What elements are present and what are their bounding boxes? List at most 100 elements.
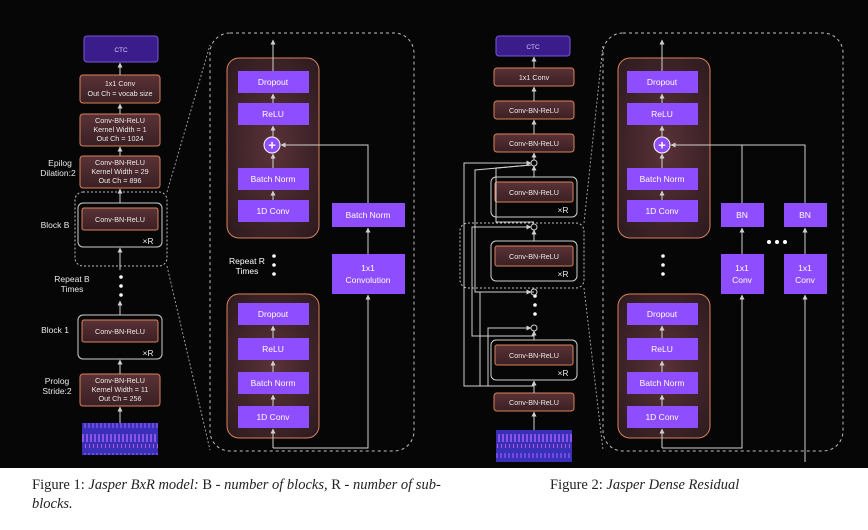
fig1-prolog-label-line1: Prolog (45, 376, 70, 386)
caption-2-title: Jasper Dense Residual (606, 477, 740, 493)
fig2-repeat-dot (533, 303, 537, 307)
fig2-conv1x1-label: 1x1 Conv (519, 73, 550, 82)
fig1-block-b-inner-label: Conv-BN-ReLU (95, 215, 145, 224)
fig1-zoom-line-bottom (166, 265, 211, 451)
fig1-residual-bn: Batch Norm (346, 210, 391, 220)
fig2-res2-bn: BN (799, 210, 811, 220)
caption-2-prefix: Figure 2: (550, 477, 607, 493)
fig2-residual-dot (767, 240, 771, 244)
fig2-bottom-conv-box (627, 406, 698, 428)
fig1-epilog-label-line1: Epilog (48, 158, 72, 168)
caption-1-model: Jasper BxR model: (88, 477, 203, 493)
fig1-repeat-r-line2: Times (236, 266, 259, 276)
fig1-repeat-r-dot (272, 254, 276, 258)
fig2-repeat-r-dot (661, 263, 665, 267)
caption-1-b: B (202, 477, 213, 493)
fig2-repeat-r-dot (661, 254, 665, 258)
fig1-stack: CTC 1x1 Conv Out Ch = vocab size Conv-BN… (40, 35, 211, 455)
figure-panel: CTC 1x1 Conv Out Ch = vocab size Conv-BN… (0, 0, 868, 468)
fig1-bottom-dropout-box (238, 303, 309, 325)
fig1-zoom-line-top (166, 44, 211, 193)
fig2-residual-dot (783, 240, 787, 244)
fig2-top-bn: Batch Norm (640, 174, 685, 184)
fig2-top-dropout-box (627, 71, 698, 93)
fig1-epilog-b-line1: Conv-BN-ReLU (95, 158, 145, 167)
fig1-repeat-r-line1: Repeat R (229, 256, 265, 266)
fig2-top-relu: ReLU (651, 109, 673, 119)
fig2-spectrogram (496, 430, 572, 462)
fig1-block-1-inner-label: Conv-BN-ReLU (95, 327, 145, 336)
fig1-top-dropout-box (238, 71, 309, 93)
fig1-top-bn: Batch Norm (251, 174, 296, 184)
fig1-prolog-label-line2: Stride:2 (42, 386, 72, 396)
fig1-bottom-relu: ReLU (262, 344, 284, 354)
fig1-residual-conv-box (332, 254, 405, 294)
fig2-res1-conv-line1: 1x1 (735, 263, 749, 273)
fig1-block-b-label: Block B (41, 220, 70, 230)
fig2-epilog-a-label: Conv-BN-ReLU (509, 106, 559, 115)
fig2-block-2-inner-label: Conv-BN-ReLU (509, 252, 559, 261)
fig1-spectrogram (82, 423, 158, 455)
fig2-ctc-box (495, 35, 571, 57)
fig1-detail-frame (209, 32, 415, 452)
fig1-top-conv: 1D Conv (256, 206, 290, 216)
fig2-bottom-dropout-box (627, 303, 698, 325)
fig1-top-dropout: Dropout (258, 77, 289, 87)
fig2-epilog-b-label: Conv-BN-ReLU (509, 139, 559, 148)
fig1-add-icon-plus: + (268, 138, 276, 153)
fig2-detail: Dropout ReLU + Batch Norm 1D Conv Dropou… (602, 32, 844, 462)
fig1-bottom-dropout: Dropout (258, 309, 289, 319)
fig1-epilog-b-line3: Out Ch = 896 (99, 176, 142, 185)
fig1-repeat-r-dot (272, 272, 276, 276)
fig2-top-dropout: Dropout (647, 77, 678, 87)
fig2-ctc-label: CTC (526, 44, 540, 51)
fig1-prolog-line2: Kernel Width = 11 (92, 385, 149, 394)
fig2-top-conv: 1D Conv (645, 206, 679, 216)
caption-1-prefix: Figure 1: (32, 477, 89, 493)
fig2-bottom-bn-box (627, 372, 698, 394)
fig2-bottom-bn: Batch Norm (640, 378, 685, 388)
fig1-bottom-bn-box (238, 372, 309, 394)
figure-2-caption: Figure 2: Jasper Dense Residual (550, 476, 850, 495)
fig1-block-1-times-r: ×R (142, 348, 153, 358)
fig1-epilog-b-line2: Kernel Width = 29 (91, 167, 148, 176)
fig2-bottom-conv: 1D Conv (645, 412, 679, 422)
figure-1-caption: Figure 1: Jasper BxR model: B - number o… (32, 476, 442, 514)
fig1-repeat-r-dot (272, 263, 276, 267)
fig1-epilog-label-line2: Dilation:2 (40, 168, 76, 178)
fig1-bottom-bn: Batch Norm (251, 378, 296, 388)
fig2-block-1-times-r: ×R (557, 368, 568, 378)
fig1-residual-conv-line1: 1x1 (361, 263, 375, 273)
fig2-bottom-dropout: Dropout (647, 309, 678, 319)
fig2-prolog-label: Conv-BN-ReLU (509, 398, 559, 407)
fig2-bottom-block (617, 293, 711, 439)
fig1-block-1-label: Block 1 (41, 325, 69, 335)
fig2-zoom-line-bottom (583, 287, 604, 451)
fig2-repeat-r-dot (661, 272, 665, 276)
fig1-top-conv-box (238, 200, 309, 222)
fig2-dense-connections (463, 160, 534, 387)
fig1-ctc-label: CTC (114, 47, 128, 54)
fig1-repeat-b-line2: Times (61, 284, 84, 294)
fig2-repeat-dot (533, 312, 537, 316)
fig2-res2-bn-box (784, 203, 827, 227)
fig1-block-b-inner-box (81, 207, 159, 231)
fig1-top-relu: ReLU (262, 109, 284, 119)
fig2-res2-conv-line2: Conv (795, 275, 816, 285)
caption-1-mid1: - number of blocks, (212, 477, 332, 493)
fig1-prolog-line3: Out Ch = 256 (99, 394, 142, 403)
fig1-repeat-b-line1: Repeat B (54, 274, 90, 284)
fig2-zoom-line-top (583, 44, 604, 224)
fig2-residual-dot (775, 240, 779, 244)
fig1-repeat-dot (119, 293, 123, 297)
fig2-stack: CTC 1x1 Conv Conv-BN-ReLU Conv-BN-ReLU C… (459, 35, 604, 462)
fig2-block-3-inner-label: Conv-BN-ReLU (509, 188, 559, 197)
fig2-res1-bn: BN (736, 210, 748, 220)
fig2-res2-conv-box (784, 254, 827, 294)
fig2-detail-frame (602, 32, 844, 452)
fig1-epilog-a-line1: Conv-BN-ReLU (95, 116, 145, 125)
fig1-detail-arrows (270, 39, 371, 449)
fig2-block-2-dashed (459, 222, 585, 289)
architecture-diagrams: CTC 1x1 Conv Out Ch = vocab size Conv-BN… (40, 32, 844, 462)
